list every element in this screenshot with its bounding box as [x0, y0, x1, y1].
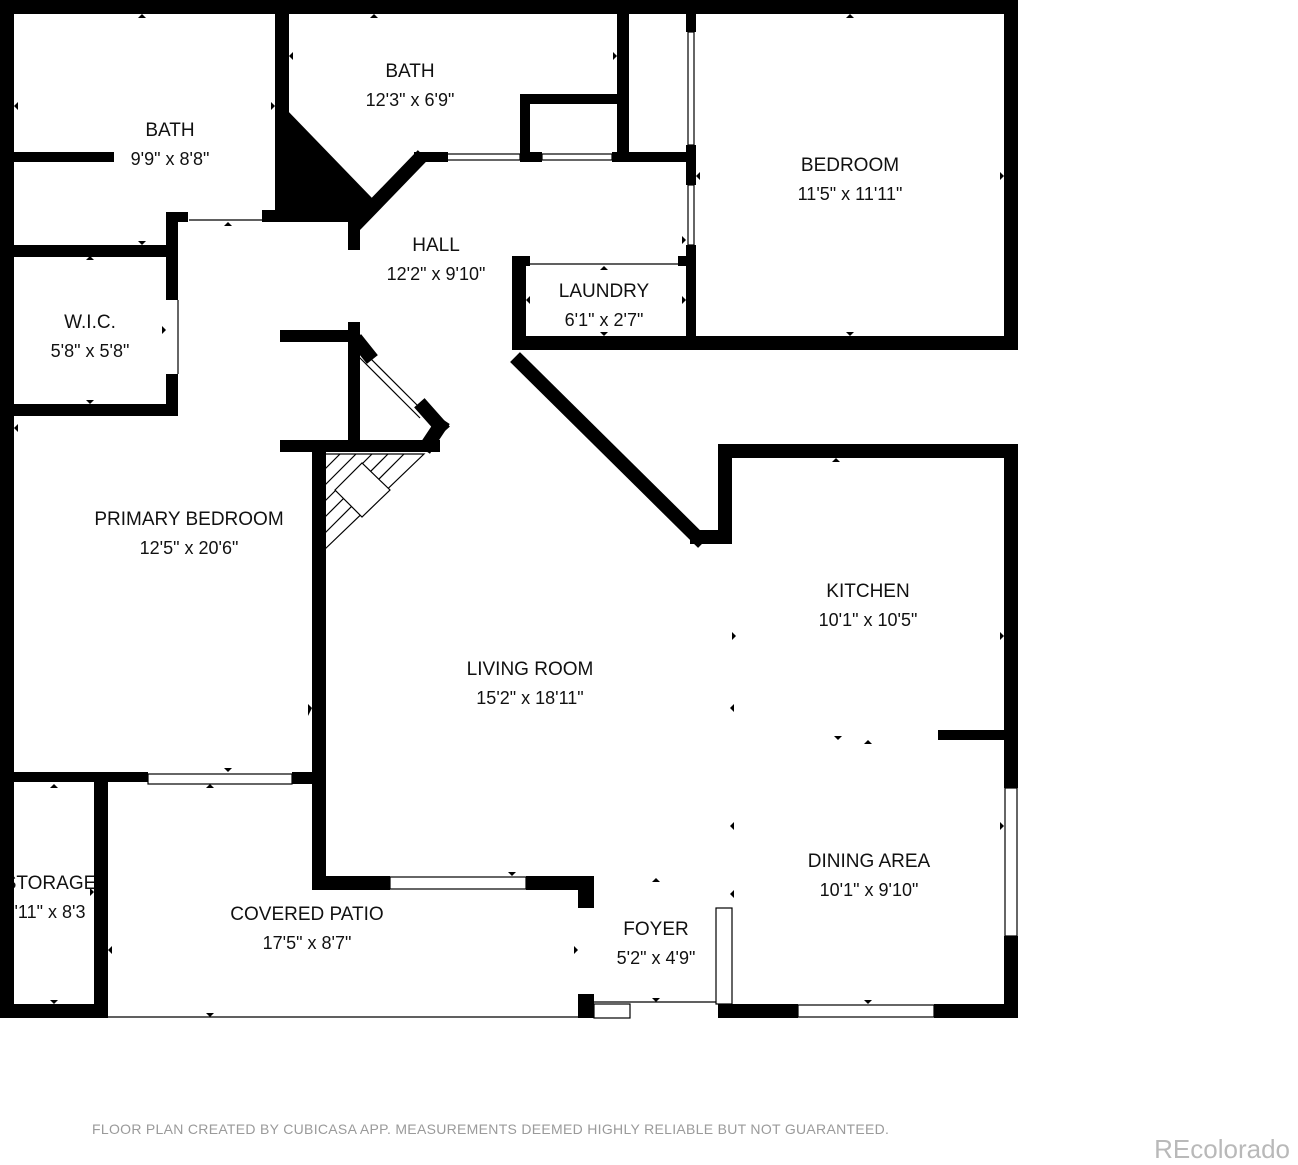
wall — [678, 256, 696, 266]
wall — [520, 94, 629, 104]
wall — [348, 322, 360, 444]
room-name: STORAGE — [14, 873, 94, 894]
corner-closet — [285, 108, 372, 218]
wall — [686, 245, 696, 350]
room-bedroom: BEDROOM 11'5" x 11'11" — [798, 152, 903, 208]
wall — [280, 330, 360, 342]
wall — [414, 152, 448, 162]
wall — [166, 212, 188, 222]
room-name: HALL — [412, 235, 460, 256]
room-dimensions: 9'9" x 8'8" — [130, 149, 210, 169]
room-name: BATH — [145, 120, 195, 141]
wall — [938, 730, 1018, 740]
wall — [690, 336, 1018, 350]
wall — [578, 994, 594, 1018]
wall — [14, 245, 172, 257]
thin-lines — [108, 31, 1018, 1019]
room-covered-patio: COVERED PATIO 17'5" x 8'7" — [230, 901, 383, 957]
wall — [0, 1004, 108, 1018]
wall — [578, 876, 594, 908]
wall — [14, 772, 148, 782]
wall — [14, 404, 178, 416]
wall — [686, 14, 696, 32]
room-dimensions: 10'1" x 9'10" — [819, 880, 919, 900]
room-dining-area: DINING AREA 10'1" x 9'10" — [808, 848, 930, 904]
room-dimensions: 5'2" x 4'9" — [616, 948, 696, 968]
wall — [718, 444, 1018, 458]
room-name: W.I.C. — [64, 312, 116, 333]
diagonal-walls — [350, 150, 708, 548]
room-dimensions: 15'2" x 18'11" — [476, 688, 584, 708]
wall — [94, 782, 108, 1018]
walls — [0, 0, 1018, 1018]
room-kitchen: KITCHEN 10'1" x 10'5" — [819, 578, 918, 634]
room-living-room: LIVING ROOM 15'2" x 18'11" — [467, 656, 594, 712]
room-dimensions: 12'2" x 9'10" — [386, 264, 486, 284]
wall — [0, 0, 14, 1018]
room-foyer: FOYER 5'2" x 4'9" — [617, 916, 696, 972]
wall — [512, 256, 526, 350]
room-dimensions: 10'1" x 10'5" — [818, 610, 918, 630]
room-name: DINING AREA — [807, 851, 931, 872]
wall — [0, 0, 1018, 14]
disclaimer-note: FLOOR PLAN CREATED BY CUBICASA APP. MEAS… — [92, 1121, 890, 1137]
room-dimensions: 11'5" x 11'11" — [797, 184, 903, 204]
room-name: LIVING ROOM — [466, 659, 594, 680]
wall — [292, 772, 326, 784]
room-storage: STORAGE '11" x 8'3 — [14, 870, 94, 926]
wall — [718, 1004, 798, 1018]
room-bath-top: BATH 12'3" x 6'9" — [366, 58, 455, 114]
room-laundry: LAUNDRY 6'1" x 2'7" — [559, 278, 649, 334]
room-dimensions: '11" x 8'3 — [14, 902, 86, 922]
wall — [520, 152, 542, 162]
room-bath-left: BATH 9'9" x 8'8" — [131, 117, 210, 173]
room-dimensions: 5'8" x 5'8" — [50, 341, 130, 361]
room-wic: W.I.C. 5'8" x 5'8" — [51, 309, 130, 365]
dimension-ticks — [14, 14, 1004, 1017]
room-dimensions: 6'1" x 2'7" — [564, 310, 644, 330]
room-name: BATH — [385, 61, 435, 82]
room-name: COVERED PATIO — [230, 904, 384, 925]
wall — [312, 876, 390, 890]
wall — [934, 1004, 1018, 1018]
wall — [1004, 0, 1018, 350]
wall — [686, 145, 696, 185]
room-name: LAUNDRY — [558, 281, 650, 302]
wall — [512, 256, 530, 266]
wall — [512, 336, 690, 350]
room-dimensions: 17'5" x 8'7" — [262, 933, 352, 953]
room-dimensions: 12'3" x 6'9" — [365, 90, 455, 110]
wall — [520, 94, 530, 162]
wall — [1004, 936, 1018, 1018]
room-name: KITCHEN — [826, 581, 910, 602]
room-hall: HALL 12'2" x 9'10" — [387, 232, 486, 288]
brand-logo-text: REcolorado — [1154, 1134, 1290, 1164]
wall — [718, 444, 732, 544]
wall — [612, 152, 696, 162]
wall — [1004, 444, 1018, 788]
room-storage-clip: STORAGE '11" x 8'3 — [14, 860, 94, 930]
wall — [14, 152, 114, 162]
fireplace — [323, 453, 426, 552]
room-primary-bedroom: PRIMARY BEDROOM 12'5" x 20'6" — [94, 506, 283, 562]
room-name: BEDROOM — [800, 155, 900, 176]
room-name: FOYER — [623, 919, 689, 940]
wall — [526, 876, 594, 890]
wall — [348, 222, 360, 250]
room-name: PRIMARY BEDROOM — [94, 509, 284, 530]
room-dimensions: 12'5" x 20'6" — [139, 538, 239, 558]
wall — [280, 440, 440, 452]
wall — [617, 14, 629, 162]
wall — [166, 212, 178, 300]
